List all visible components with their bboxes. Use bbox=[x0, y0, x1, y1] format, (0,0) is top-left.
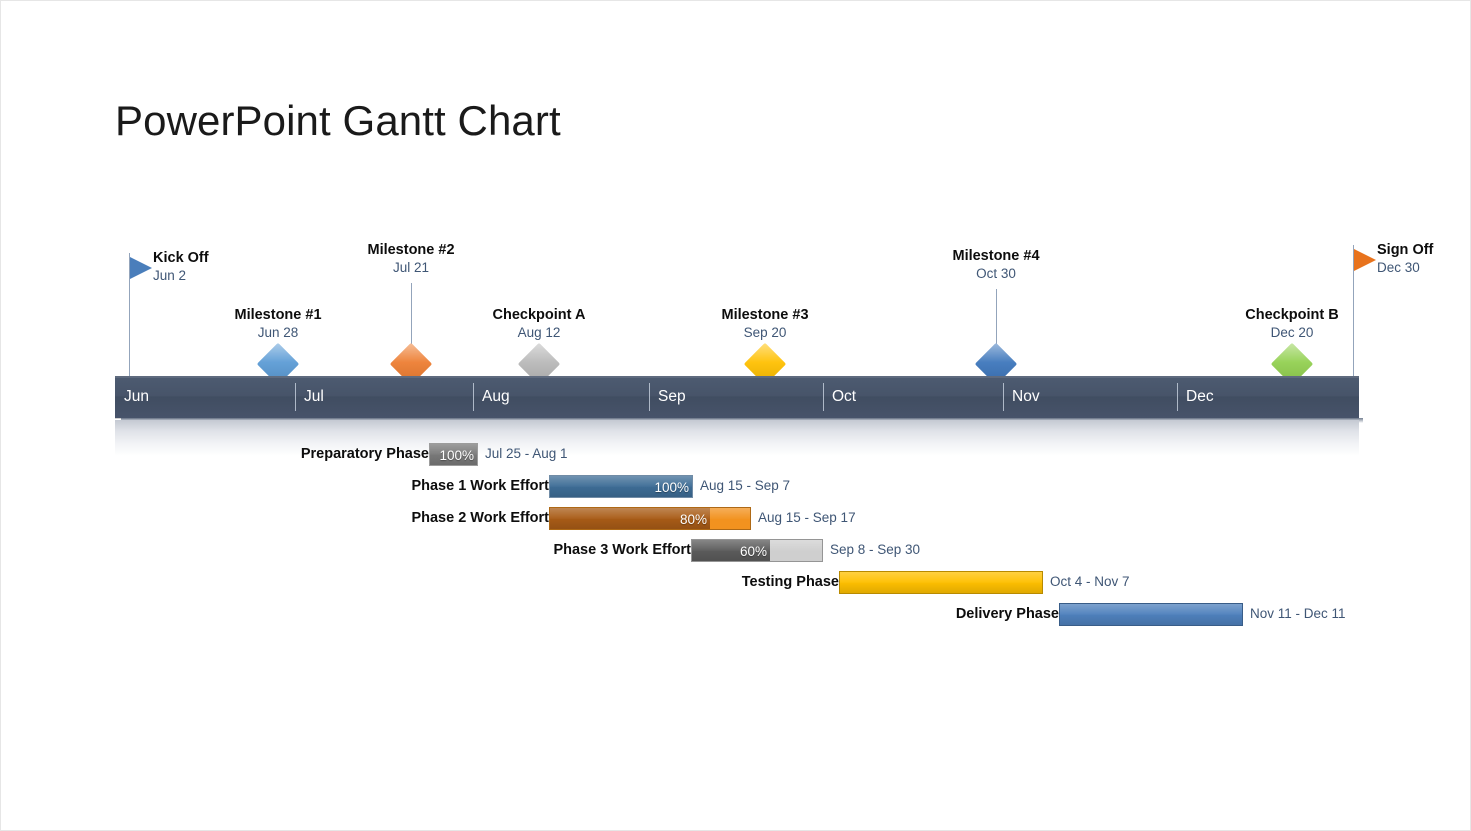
month-divider bbox=[649, 383, 650, 411]
task-label: Testing Phase bbox=[741, 574, 839, 590]
milestone-date: Oct 30 bbox=[976, 266, 1016, 281]
task-bar-phase-2-work-effort[interactable]: 80% bbox=[549, 507, 751, 530]
timeline-month-oct: Oct bbox=[823, 376, 1003, 418]
task-label: Preparatory Phase bbox=[300, 446, 429, 462]
task-dates: Oct 4 - Nov 7 bbox=[1050, 574, 1130, 589]
flag-pole-sign-off bbox=[1353, 245, 1354, 376]
task-row-phase-1-work-effort: Phase 1 Work Effort 100% Aug 15 - Sep 7 bbox=[1, 473, 1470, 499]
month-label: Jul bbox=[304, 388, 324, 405]
milestone-name: Milestone #4 bbox=[952, 248, 1040, 264]
task-percent-label: 100% bbox=[439, 448, 474, 463]
task-bar-delivery-phase[interactable] bbox=[1059, 603, 1243, 626]
milestone-name: Checkpoint A bbox=[492, 307, 586, 323]
task-row-preparatory-phase: Preparatory Phase 100% Jul 25 - Aug 1 bbox=[1, 441, 1470, 467]
flag-pole-kick-off bbox=[129, 253, 130, 376]
flag-icon-sign-off[interactable] bbox=[1354, 249, 1376, 271]
task-dates: Sep 8 - Sep 30 bbox=[830, 542, 921, 557]
flag-name: Sign Off bbox=[1377, 242, 1434, 258]
task-progress-fill bbox=[1060, 604, 1242, 625]
flag-date: Jun 2 bbox=[153, 268, 187, 283]
task-bar-phase-3-work-effort[interactable]: 60% bbox=[691, 539, 823, 562]
task-dates: Jul 25 - Aug 1 bbox=[485, 446, 568, 461]
task-progress-fill bbox=[840, 572, 1042, 593]
task-dates: Nov 11 - Dec 11 bbox=[1250, 606, 1346, 621]
page-title: PowerPoint Gantt Chart bbox=[115, 97, 561, 144]
month-label: Oct bbox=[832, 388, 857, 405]
milestone-label-milestone-2: Milestone #2 Jul 21 bbox=[367, 241, 454, 277]
timeline-month-aug: Aug bbox=[473, 376, 649, 418]
month-divider bbox=[473, 383, 474, 411]
chart-gradient-panel bbox=[115, 420, 1359, 456]
flag-name: Kick Off bbox=[153, 250, 209, 266]
milestone-date: Aug 12 bbox=[517, 325, 561, 340]
timeline-month-bar: Jun Jul Aug Sep Oct Nov Dec bbox=[115, 376, 1363, 423]
flag-icon-kick-off[interactable] bbox=[130, 257, 152, 279]
task-label: Delivery Phase bbox=[955, 606, 1059, 622]
task-progress-fill bbox=[550, 476, 692, 497]
task-dates: Aug 15 - Sep 7 bbox=[700, 478, 791, 493]
task-progress-fill bbox=[550, 508, 710, 529]
month-divider bbox=[1177, 383, 1178, 411]
milestone-name: Milestone #2 bbox=[367, 242, 455, 258]
timeline-month-nov: Nov bbox=[1003, 376, 1177, 418]
milestone-label-checkpoint-b: Checkpoint B Dec 20 bbox=[1245, 306, 1338, 342]
task-bar-preparatory-phase[interactable]: 100% bbox=[429, 443, 478, 466]
month-label: Nov bbox=[1012, 388, 1040, 405]
task-label: Phase 1 Work Effort bbox=[411, 478, 549, 494]
month-divider bbox=[1003, 383, 1004, 411]
milestone-label-milestone-3: Milestone #3 Sep 20 bbox=[721, 306, 808, 342]
timeline-month-dec: Dec bbox=[1177, 376, 1359, 418]
month-divider bbox=[295, 383, 296, 411]
task-label: Phase 2 Work Effort bbox=[411, 510, 549, 526]
milestone-date: Jun 28 bbox=[257, 325, 299, 340]
milestone-date: Sep 20 bbox=[743, 325, 787, 340]
milestone-connector-line-milestone-2 bbox=[411, 283, 412, 376]
task-dates: Aug 15 - Sep 17 bbox=[758, 510, 856, 525]
task-row-delivery-phase: Delivery Phase Nov 11 - Dec 11 bbox=[1, 601, 1470, 627]
task-percent-label: 100% bbox=[654, 480, 689, 495]
milestone-connector-line-milestone-4 bbox=[996, 289, 997, 376]
milestone-date: Dec 20 bbox=[1270, 325, 1314, 340]
milestone-name: Milestone #3 bbox=[721, 307, 809, 323]
milestone-name: Milestone #1 bbox=[234, 307, 322, 323]
task-bar-phase-1-work-effort[interactable]: 100% bbox=[549, 475, 693, 498]
milestone-label-checkpoint-a: Checkpoint A Aug 12 bbox=[493, 306, 586, 342]
task-bar-testing-phase[interactable] bbox=[839, 571, 1043, 594]
task-percent-label: 60% bbox=[739, 544, 767, 559]
task-label: Phase 3 Work Effort bbox=[553, 542, 691, 558]
month-label: Aug bbox=[482, 388, 510, 405]
month-divider bbox=[823, 383, 824, 411]
task-row-phase-2-work-effort: Phase 2 Work Effort 80% Aug 15 - Sep 17 bbox=[1, 505, 1470, 531]
flag-date: Dec 30 bbox=[1377, 260, 1420, 275]
task-progress-fill bbox=[430, 444, 477, 465]
timeline-month-sep: Sep bbox=[649, 376, 823, 418]
milestone-label-milestone-1: Milestone #1 Jun 28 bbox=[234, 306, 321, 342]
task-percent-label: 80% bbox=[679, 512, 707, 527]
milestone-label-milestone-4: Milestone #4 Oct 30 bbox=[952, 247, 1039, 283]
month-label: Sep bbox=[658, 388, 686, 405]
timeline-month-jun: Jun bbox=[115, 376, 295, 418]
task-row-phase-3-work-effort: Phase 3 Work Effort 60% Sep 8 - Sep 30 bbox=[1, 537, 1470, 563]
milestone-name: Checkpoint B bbox=[1245, 307, 1339, 323]
month-label: Dec bbox=[1186, 388, 1214, 405]
timeline-highlight bbox=[115, 376, 1359, 378]
timeline-month-jul: Jul bbox=[295, 376, 473, 418]
task-row-testing-phase: Testing Phase Oct 4 - Nov 7 bbox=[1, 569, 1470, 595]
month-label: Jun bbox=[124, 388, 149, 405]
task-progress-fill bbox=[692, 540, 770, 561]
milestone-date: Jul 21 bbox=[392, 260, 430, 275]
